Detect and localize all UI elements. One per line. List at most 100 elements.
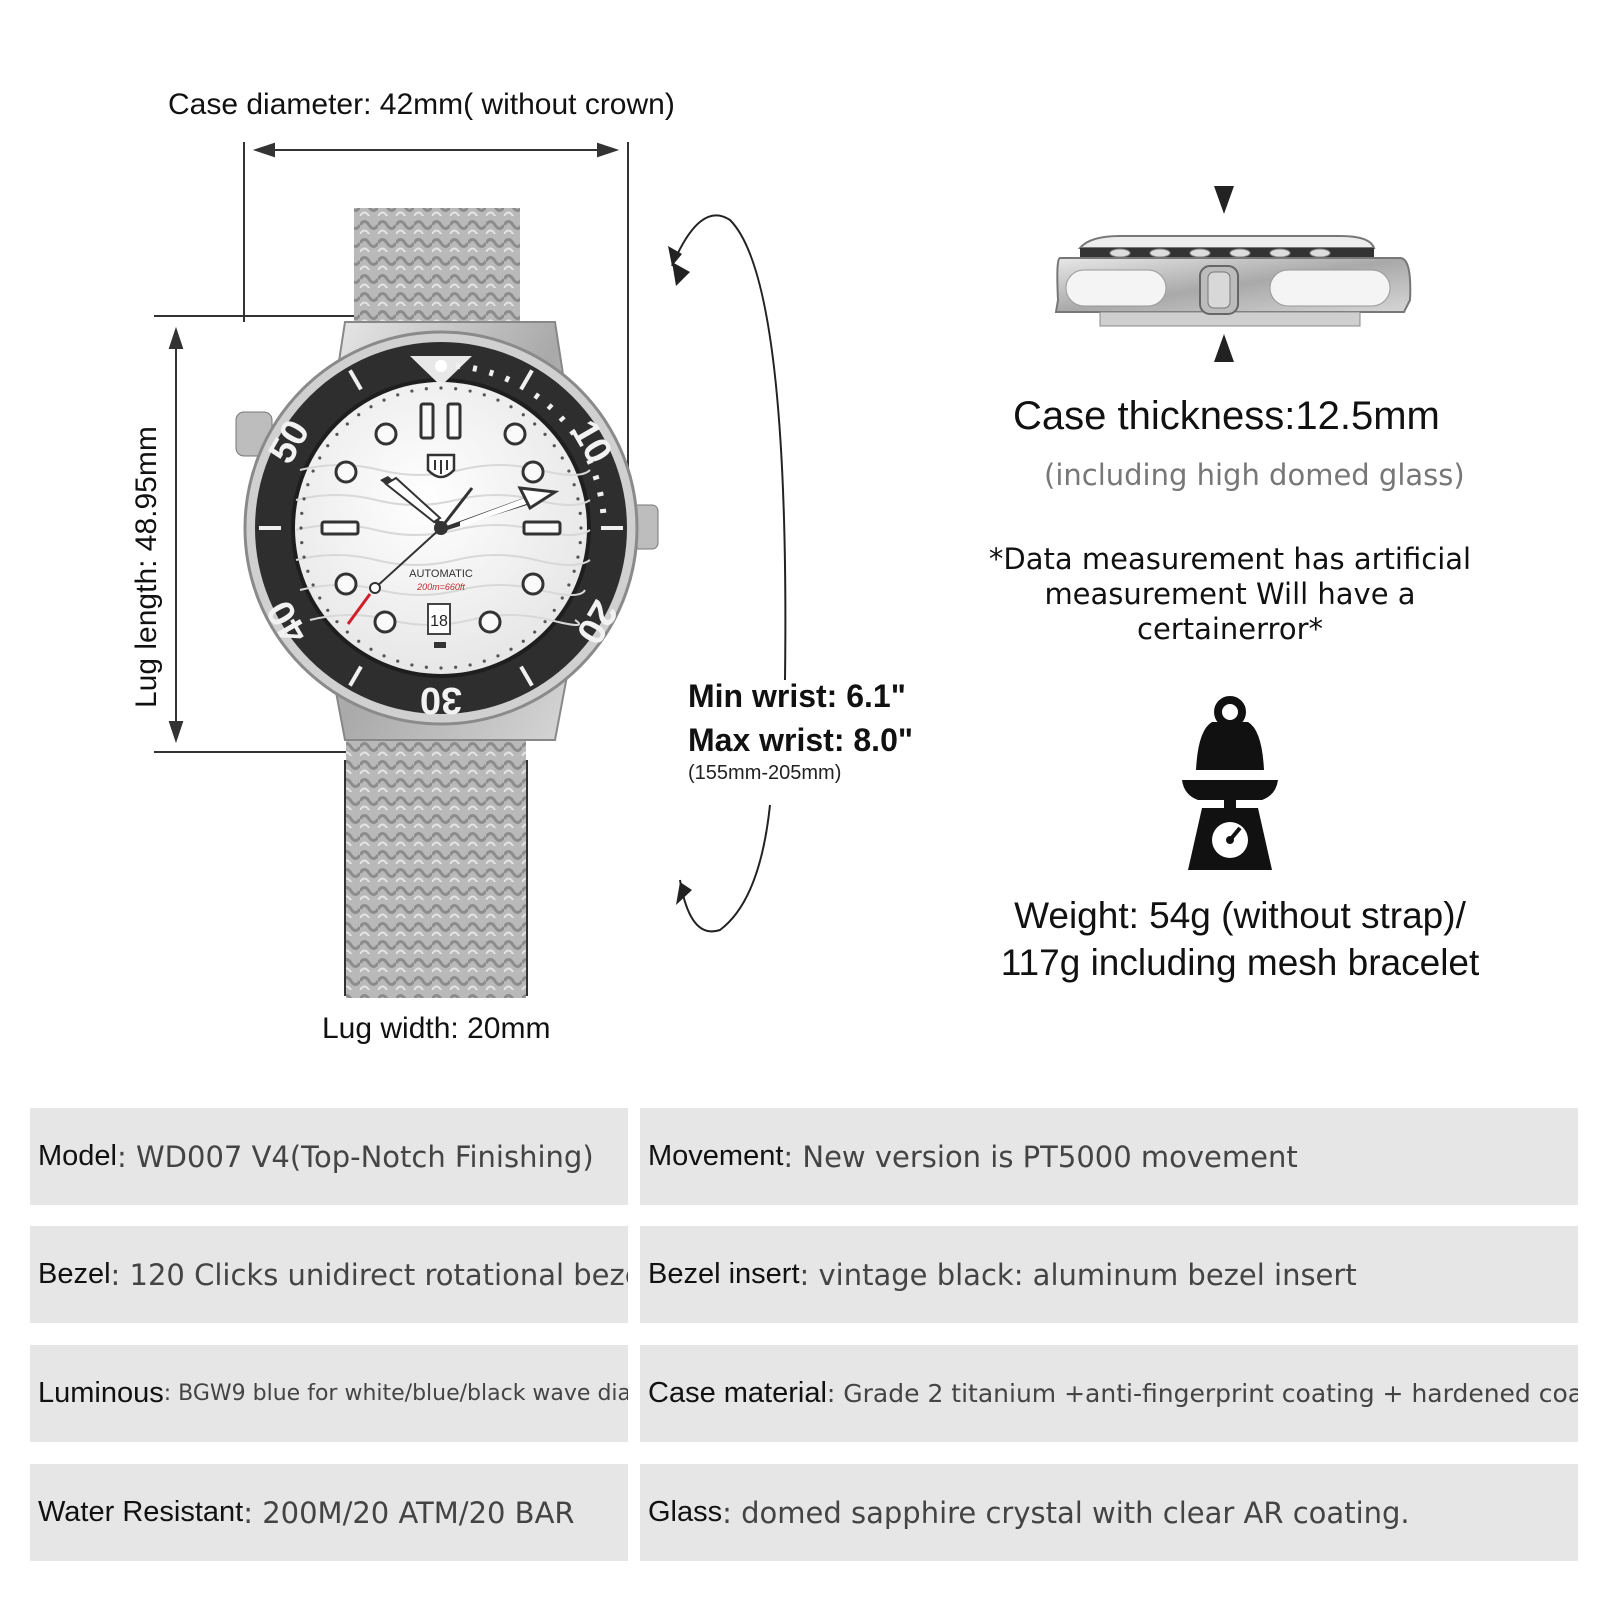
case-thickness-title: Case thickness:12.5mm: [1013, 394, 1440, 438]
minute-dot: [468, 663, 472, 667]
spec-case-material: Case material: Grade 2 titanium +anti-fi…: [640, 1345, 1578, 1442]
bezel-tick: [569, 428, 577, 436]
spec-key: Case material: [648, 1377, 827, 1409]
depth-rating-text: 200m=660ft: [416, 582, 465, 592]
bezel-tick: [348, 369, 363, 391]
bezel-tick: [597, 491, 604, 497]
automatic-text: AUTOMATIC: [409, 568, 473, 580]
minute-dot: [454, 387, 458, 391]
minute-dot: [572, 483, 576, 487]
minute-dot: [326, 608, 330, 612]
spec-value: : WD007 V4(Top-Notch Finishing): [117, 1139, 594, 1174]
spec-key: Bezel: [38, 1258, 111, 1290]
bezel-tick: [558, 415, 566, 423]
bezel-tick: [504, 375, 511, 383]
minute-dot: [357, 413, 361, 417]
minute-dot: [454, 665, 458, 669]
spec-key: Water Resistant: [38, 1496, 244, 1528]
bezel-tick: [546, 403, 554, 411]
date-value: 18: [430, 613, 448, 630]
date-window: [427, 603, 451, 635]
bezel-tick: [519, 369, 534, 391]
bezel-tick: [519, 665, 534, 687]
minute-dot: [326, 444, 330, 448]
weight-block: Weight: 54g (without strap)/ 117g includ…: [980, 892, 1500, 986]
bezel-tick: [533, 392, 541, 400]
minute-dot: [299, 526, 303, 530]
minute-dot: [543, 432, 547, 436]
minute-dot: [410, 389, 414, 393]
bezel-tick: [348, 665, 363, 687]
spec-value: : New version is PT5000 movement: [783, 1139, 1298, 1174]
minute-dot: [578, 541, 582, 545]
weight-line1: Weight: 54g (without strap)/: [1014, 895, 1466, 936]
bracelet-top: [354, 208, 520, 338]
minute-dot: [439, 386, 443, 390]
minute-dot: [521, 639, 525, 643]
minute-dot: [369, 647, 373, 651]
measurement-note: *Data measurement has artificial measure…: [960, 542, 1500, 647]
lug-length-dimension: [154, 315, 360, 753]
spec-water-resistant: Water Resistant: 200M/20 ATM/20 BAR: [30, 1464, 628, 1561]
minute-dot: [533, 422, 537, 426]
minute-dot: [509, 405, 513, 409]
measurement-note-line2: measurement Will have a certainerror*: [1044, 577, 1416, 646]
weight-line2: 117g including mesh bracelet: [1000, 942, 1480, 983]
minute-dot: [482, 393, 486, 397]
minute-dot: [560, 596, 564, 600]
spec-key: Movement: [648, 1140, 784, 1172]
bezel-tick: [599, 508, 607, 514]
minute-dot: [496, 398, 500, 402]
minute-dot: [357, 639, 361, 643]
spec-key: Glass: [648, 1496, 723, 1528]
bezel-number-30: 30: [420, 679, 462, 721]
spec-glass: Glass: domed sapphire crystal with clear…: [640, 1464, 1578, 1561]
bezel-tick: [586, 458, 594, 465]
spec-luminous: Luminous: BGW9 blue for white/blue/black…: [30, 1345, 628, 1442]
hour-markers: [320, 402, 562, 634]
spec-value: : vintage black: aluminum bezel insert: [799, 1257, 1357, 1292]
spec-movement: Movement: New version is PT5000 movement: [640, 1108, 1578, 1205]
minute-dot: [410, 663, 414, 667]
minute-dot: [302, 497, 306, 501]
minute-dot: [396, 393, 400, 397]
scale-weight-icon: [1182, 696, 1278, 870]
minute-dot: [382, 398, 386, 402]
case-diameter-label: Case diameter: 42mm( without crown): [168, 88, 675, 121]
minute-dot: [424, 387, 428, 391]
minute-dot: [578, 511, 582, 515]
spec-value: : domed sapphire crystal with clear AR c…: [722, 1495, 1410, 1530]
minute-dot: [318, 456, 322, 460]
minute-dot: [560, 456, 564, 460]
case-thickness-subtitle: (including high domed glass): [1044, 458, 1465, 492]
spec-key: Luminous: [38, 1377, 164, 1409]
case-side-profile: [1054, 235, 1412, 327]
rotation-arrow-icon: [671, 214, 787, 933]
spec-value: : 200M/20 ATM/20 BAR: [243, 1495, 575, 1530]
lug-width-label: Lug width: 20mm: [322, 1012, 551, 1045]
minute-dot: [306, 483, 310, 487]
minute-dot: [345, 630, 349, 634]
bracelet-bottom: [346, 728, 526, 998]
minute-dot: [543, 620, 547, 624]
minute-dot: [509, 647, 513, 651]
minute-dot: [318, 596, 322, 600]
minute-dot: [468, 389, 472, 393]
max-wrist: Max wrist: 8.0": [688, 722, 914, 758]
watch-illustration: 10 20 30 40 50 18 AUTOMATIC 200m=660: [154, 142, 1412, 998]
bezel-tick: [592, 474, 600, 481]
minute-dot: [345, 422, 349, 426]
minute-dot: [552, 608, 556, 612]
minute-dot: [306, 569, 310, 573]
minute-dot: [311, 469, 315, 473]
spec-model: Model: WD007 V4(Top-Notch Finishing): [30, 1108, 628, 1205]
min-wrist: Min wrist: 6.1": [688, 678, 906, 714]
minute-dot: [579, 526, 583, 530]
case-diameter-dimension: [243, 142, 629, 500]
minute-dot: [533, 630, 537, 634]
spec-key: Model: [38, 1140, 117, 1172]
spec-bezel-insert: Bezel insert: vintage black: aluminum be…: [640, 1226, 1578, 1323]
minute-dot: [572, 569, 576, 573]
watch-hands: [346, 476, 560, 625]
minute-dot: [302, 555, 306, 559]
